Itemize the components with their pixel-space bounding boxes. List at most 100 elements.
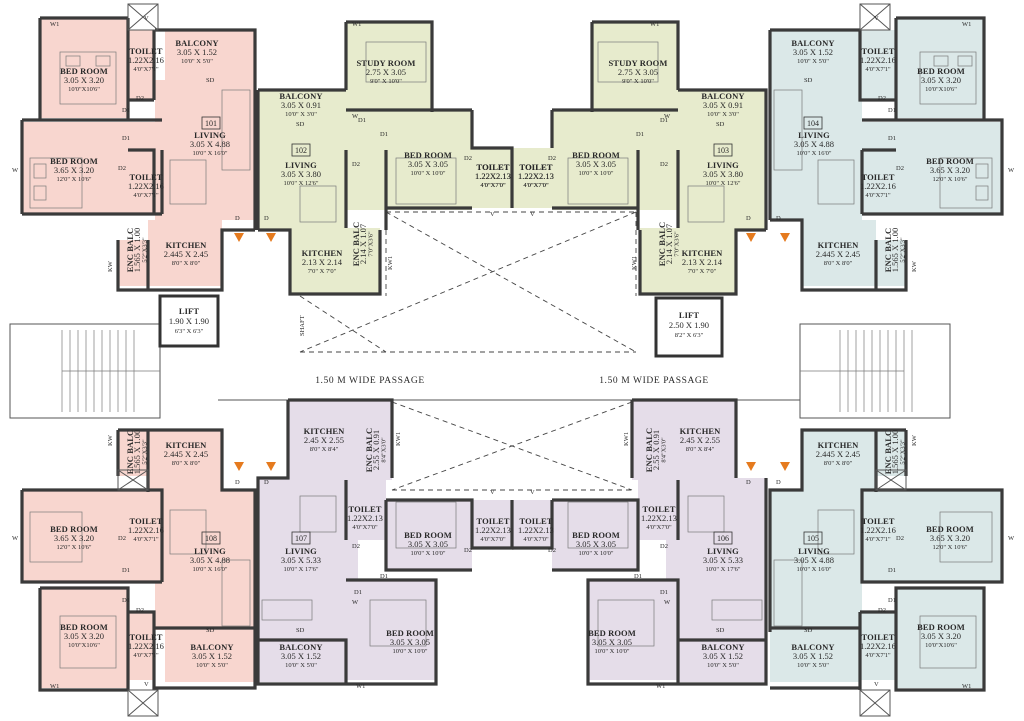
- room-dimension-metric: 2.445 X 2.45: [816, 449, 860, 459]
- room-dimension-metric: 3.05 X 3.05: [408, 539, 448, 549]
- room-dimension-metric: 2.14 X 1.07: [664, 224, 674, 264]
- room-name: KITCHEN: [302, 248, 344, 258]
- room-dimension-metric: 1.22X2.16: [128, 525, 164, 535]
- room-dimension-metric: 2.445 X 2.45: [816, 249, 860, 259]
- room-dimension-imperial: 10'0" X 16'0": [796, 566, 831, 573]
- unit-108-fill: [22, 430, 255, 688]
- room-dimension-imperial: 10'0" X 17'6": [283, 566, 318, 573]
- room-dimension-metric: 1.22X2.16: [860, 55, 896, 65]
- unit-104-fill: [770, 18, 1002, 286]
- passage-right-label: 1.50 M WIDE PASSAGE: [599, 376, 709, 386]
- core: [9, 211, 951, 491]
- room-dimension-imperial: 4'0"X7'0": [523, 536, 549, 543]
- svg-text:W1: W1: [352, 21, 361, 28]
- room-dimension-imperial: 8'0" X 8'4": [686, 446, 715, 453]
- svg-text:D: D: [746, 479, 751, 486]
- room-name: BED ROOM: [917, 66, 965, 76]
- svg-text:105: 105: [807, 534, 819, 543]
- walls: [20, 3, 1004, 717]
- room-name: TOILET: [519, 162, 552, 172]
- unit-105-badge: 105: [803, 531, 823, 545]
- room-name: BED ROOM: [572, 530, 620, 540]
- room-dimension-imperial: 8'0" X 8'0": [824, 260, 853, 267]
- svg-text:SD: SD: [206, 627, 215, 634]
- room-name: BALCONY: [701, 642, 744, 652]
- room-dimension-imperial: 12'0" X 10'6": [56, 544, 91, 551]
- room-dimension-metric: 3.65 X 3.20: [930, 165, 970, 175]
- room-dimension-imperial: 10'0" X 10'0": [410, 170, 445, 177]
- svg-text:D2: D2: [548, 547, 556, 554]
- room-dimension-imperial: 8'0" X 8'0": [172, 460, 201, 467]
- room-dimension-imperial: 4'0"X7'1": [865, 192, 891, 199]
- room-dimension-metric: 3.65 X 3.20: [930, 533, 970, 543]
- unit-107-fill: [258, 400, 512, 682]
- unit-103-badge: 103: [713, 143, 733, 157]
- svg-text:D: D: [264, 479, 269, 486]
- unit-106-fill: [512, 400, 766, 682]
- room-name: BALCONY: [279, 642, 322, 652]
- room-dimension-metric: 3.05 X 5.33: [281, 555, 321, 565]
- room-dimension-metric: 3.05 X 0.91: [281, 100, 321, 110]
- room-dimension-imperial: 8'4"X3'0": [381, 437, 388, 463]
- svg-text:KW1: KW1: [631, 256, 638, 270]
- room-dimension-imperial: 5'2"X3'3": [900, 237, 907, 263]
- room-dimension-imperial: 10'0"X10'6": [68, 86, 100, 93]
- left-lift-box: [158, 294, 220, 348]
- svg-text:108: 108: [205, 534, 217, 543]
- svg-text:KW: KW: [107, 434, 114, 446]
- room-dimension-metric: 3.05 X 4.88: [190, 139, 230, 149]
- room-name: LIVING: [194, 546, 226, 556]
- room-name: KITCHEN: [166, 240, 208, 250]
- room-name: BED ROOM: [926, 524, 974, 534]
- svg-text:107: 107: [295, 534, 307, 543]
- left-lift-imp: 6'3" X 6'3": [175, 328, 204, 335]
- room-dimension-metric: 1.22X2.13: [475, 171, 511, 181]
- svg-text:D: D: [746, 215, 751, 222]
- room-name: KITCHEN: [818, 240, 860, 250]
- room-name: LIVING: [194, 130, 226, 140]
- shaft-label: SHAFT: [299, 315, 306, 336]
- room-name: TOILET: [642, 504, 675, 514]
- room-name: TOILET: [129, 46, 162, 56]
- room-name: STUDY ROOM: [608, 58, 667, 68]
- room-dimension-imperial: 10'0" X 10'0": [594, 648, 629, 655]
- room-dimension-imperial: 8'4"X3'0": [661, 437, 668, 463]
- svg-text:D1: D1: [660, 589, 668, 596]
- room-dimension-imperial: 10'0" X 12'6": [283, 180, 318, 187]
- room-dimension-imperial: 8'0" X 8'4": [310, 446, 339, 453]
- svg-text:W1: W1: [962, 21, 971, 28]
- room-dimension-imperial: 10'0" X 5'0": [196, 662, 228, 669]
- room-dimension-metric: 3.05 X 4.88: [794, 555, 834, 565]
- room-name: KITCHEN: [304, 426, 346, 436]
- room-dimension-metric: 1.22X2.16: [860, 525, 896, 535]
- room-name: LIVING: [285, 546, 317, 556]
- room-dimension-metric: 1.22X2.13: [475, 525, 511, 535]
- room-dimension-imperial: 4'0"X7'1": [133, 652, 159, 659]
- svg-text:W: W: [352, 113, 359, 120]
- svg-text:W: W: [12, 535, 19, 542]
- room-dimension-imperial: 8'0" X 8'0": [172, 260, 201, 267]
- svg-text:D1: D1: [888, 135, 896, 142]
- room-dimension-metric: 1.565 X 1.00: [890, 430, 900, 474]
- room-dimension-imperial: 10'0" X 12'6": [705, 180, 740, 187]
- room-name: TOILET: [348, 504, 381, 514]
- room-dimension-metric: 1.22X2.13: [475, 171, 511, 181]
